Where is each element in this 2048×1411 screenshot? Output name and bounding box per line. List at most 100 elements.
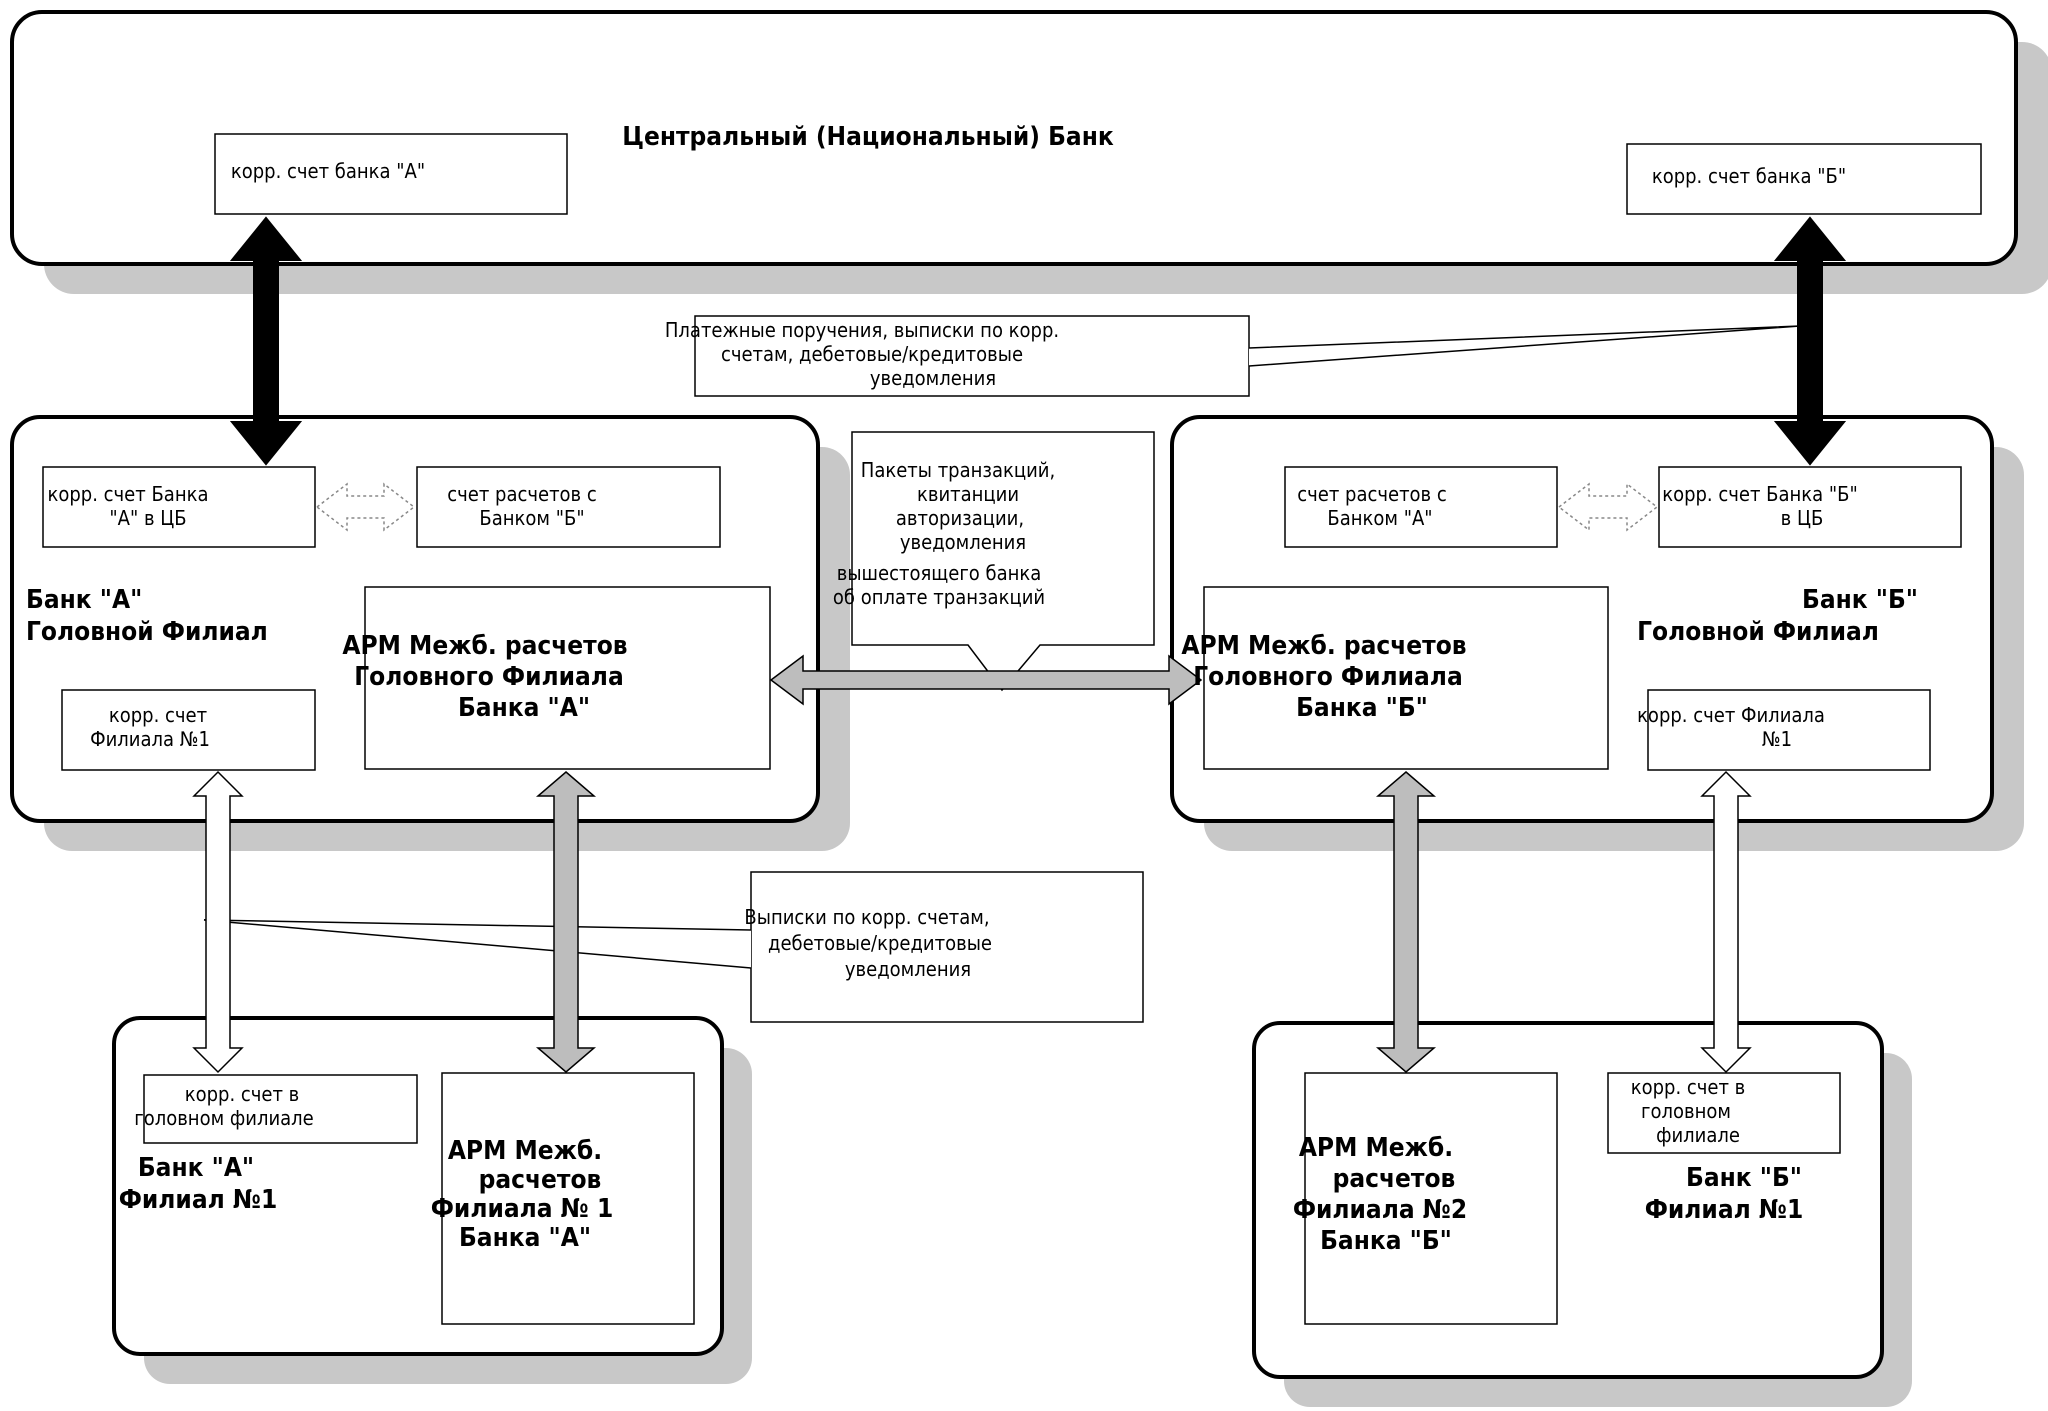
bank-a-branch-arm-label: АРМ Межб. расчетов Филиала № 1 Банка "А" xyxy=(431,1136,614,1253)
bank-a-branch-corr-label: корр. счет в головном филиале xyxy=(134,1082,314,1130)
bank-b-branch-label: Банк "Б" Филиал №1 xyxy=(1645,1163,1804,1225)
bank-a-arm-label: АРМ Межб. расчетов Головного Филиала Бан… xyxy=(342,631,627,723)
bank-a-arm-box xyxy=(364,586,771,770)
double-arrow-cb-bank-b xyxy=(1773,216,1847,466)
bank-b-arm-box xyxy=(1203,586,1609,770)
dotted-double-arrow-bank-b xyxy=(1557,482,1659,532)
callout-top-pointer xyxy=(1248,325,1801,367)
svg-text:Выписки по корр. счетам,: Выписки по корр. счетам, xyxy=(744,905,989,929)
bank-b-corr-branch1-box xyxy=(1647,689,1931,771)
callout-middle-box xyxy=(851,431,1155,692)
svg-text:квитанции: квитанции xyxy=(917,482,1019,506)
svg-text:головном филиале: головном филиале xyxy=(134,1106,314,1130)
svg-text:Банк "Б": Банк "Б" xyxy=(1802,585,1918,615)
callout-top-box xyxy=(694,315,1250,397)
svg-text:об оплате транзакций: об оплате транзакций xyxy=(833,585,1045,609)
bank-b-arm-label: АРМ Межб. расчетов Головного Филиала Бан… xyxy=(1181,631,1466,723)
svg-text:Банк "А": Банк "А" xyxy=(26,585,142,615)
callout-top-text: Платежные поручения, выписки по корр. сч… xyxy=(665,318,1059,390)
bank-a-branch-arm-box xyxy=(441,1072,695,1325)
svg-text:счет расчетов с: счет расчетов с xyxy=(1297,482,1447,506)
double-arrow-a-corr-white xyxy=(192,770,244,1074)
svg-text:Головной Филиал: Головной Филиал xyxy=(1637,617,1879,647)
bank-a-settle-with-b-label: счет расчетов с Банком "Б" xyxy=(447,482,597,530)
svg-text:расчетов: расчетов xyxy=(479,1165,602,1195)
svg-text:Платежные поручения, выписки п: Платежные поручения, выписки по корр. xyxy=(665,318,1059,342)
svg-text:счетам, дебетовые/кредитовые: счетам, дебетовые/кредитовые xyxy=(721,342,1023,366)
callout-bottom-pointer xyxy=(203,919,752,969)
bank-b-settle-with-a-label: счет расчетов с Банком "А" xyxy=(1297,482,1447,530)
bank-b-corr-branch1-label: корр. счет Филиала №1 xyxy=(1637,703,1825,751)
svg-text:Головной Филиал: Головной Филиал xyxy=(26,617,268,647)
bank-a-corr-in-cb-box xyxy=(42,466,316,548)
bank-a-branch-corr-box xyxy=(143,1074,418,1144)
svg-text:Головного Филиала: Головного Филиала xyxy=(1193,662,1462,692)
bank-b-branch-corr-box xyxy=(1607,1072,1841,1154)
svg-text:АРМ Межб.: АРМ Межб. xyxy=(448,1136,602,1166)
bank-a-corr-in-cb-label: корр. счет Банка "А" в ЦБ xyxy=(48,482,209,530)
svg-text:дебетовые/кредитовые: дебетовые/кредитовые xyxy=(768,931,992,955)
bank-a-corr-branch1-box xyxy=(61,689,316,771)
svg-text:Банк "Б": Банк "Б" xyxy=(1686,1163,1802,1193)
cb-acct-a-label: корр. счет банка "А" xyxy=(231,159,425,183)
bank-b-branch-arm-label: АРМ Межб. расчетов Филиала №2 Банка "Б" xyxy=(1293,1133,1467,1256)
svg-text:головном: головном xyxy=(1641,1099,1731,1123)
double-arrow-b-corr-white xyxy=(1700,770,1752,1074)
svg-text:в ЦБ: в ЦБ xyxy=(1781,506,1824,530)
bank-b-branch-arm-box xyxy=(1304,1072,1558,1325)
svg-text:уведомления: уведомления xyxy=(900,530,1026,554)
bank-b-corr-in-cb-box xyxy=(1658,466,1962,548)
svg-text:Банка "Б": Банка "Б" xyxy=(1320,1226,1452,1256)
bank-a-branch-label: Банк "А" Филиал №1 xyxy=(119,1153,278,1215)
svg-text:корр. счет Банка: корр. счет Банка xyxy=(48,482,209,506)
bank-a-head-label: Банк "А" Головной Филиал xyxy=(26,585,268,647)
svg-text:корр. счет Филиала: корр. счет Филиала xyxy=(1637,703,1825,727)
bank-b-settle-with-a-box xyxy=(1284,466,1558,548)
double-arrow-b-arm-grey xyxy=(1375,771,1437,1073)
svg-text:Банка "А": Банка "А" xyxy=(458,693,590,723)
svg-text:Банком "А": Банком "А" xyxy=(1327,506,1432,530)
svg-text:расчетов: расчетов xyxy=(1333,1164,1456,1194)
svg-text:Филиала №2: Филиала №2 xyxy=(1293,1195,1467,1225)
bank-a-settle-with-b-box xyxy=(416,466,721,548)
svg-text:Головного Филиала: Головного Филиала xyxy=(354,662,623,692)
cb-acct-b-label: корр. счет банка "Б" xyxy=(1652,164,1846,188)
central-bank-title: Центральный (Национальный) Банк xyxy=(622,122,1114,152)
svg-text:уведомления: уведомления xyxy=(870,366,996,390)
dotted-double-arrow-bank-a xyxy=(315,482,416,532)
callout-bottom-box xyxy=(750,871,1144,1023)
double-arrow-cb-bank-a xyxy=(229,216,303,466)
svg-text:"А" в ЦБ: "А" в ЦБ xyxy=(109,506,186,530)
svg-text:АРМ Межб. расчетов: АРМ Межб. расчетов xyxy=(342,631,627,661)
bank-b-branch-corr-label: корр. счет в головном филиале xyxy=(1631,1075,1746,1147)
svg-text:Филиал №1: Филиал №1 xyxy=(1645,1195,1804,1225)
cb-acct-a-box xyxy=(214,133,568,215)
svg-text:Филиала № 1: Филиала № 1 xyxy=(431,1194,614,1224)
svg-text:филиале: филиале xyxy=(1656,1123,1740,1147)
bank-a-corr-branch1-label: корр. счет Филиала №1 xyxy=(90,703,210,751)
svg-text:Филиала №1: Филиала №1 xyxy=(90,727,210,751)
svg-text:Филиал №1: Филиал №1 xyxy=(119,1185,278,1215)
svg-text:Банка "А": Банка "А" xyxy=(459,1223,591,1253)
callout-bottom-text: Выписки по корр. счетам, дебетовые/креди… xyxy=(744,905,992,981)
svg-text:вышестоящего банка: вышестоящего банка xyxy=(837,561,1042,585)
bank-b-head-label: Банк "Б" Головной Филиал xyxy=(1637,585,1918,647)
svg-text:корр. счет в: корр. счет в xyxy=(185,1082,300,1106)
svg-text:корр. счет Банка "Б": корр. счет Банка "Б" xyxy=(1662,482,1858,506)
svg-text:Банка "Б": Банка "Б" xyxy=(1296,693,1428,723)
double-arrow-a-arm-grey xyxy=(535,771,597,1073)
svg-text:корр. счет в: корр. счет в xyxy=(1631,1075,1746,1099)
double-arrow-arm-a-arm-b xyxy=(769,654,1203,706)
bank-b-corr-in-cb-label: корр. счет Банка "Б" в ЦБ xyxy=(1662,482,1858,530)
svg-text:Банк "А": Банк "А" xyxy=(138,1153,254,1183)
svg-text:АРМ Межб. расчетов: АРМ Межб. расчетов xyxy=(1181,631,1466,661)
svg-text:Банком "Б": Банком "Б" xyxy=(479,506,584,530)
svg-text:Пакеты транзакций,: Пакеты транзакций, xyxy=(861,458,1055,482)
svg-text:АРМ Межб.: АРМ Межб. xyxy=(1299,1133,1453,1163)
svg-text:счет расчетов с: счет расчетов с xyxy=(447,482,597,506)
svg-text:корр. счет: корр. счет xyxy=(109,703,207,727)
callout-middle-text: Пакеты транзакций, квитанции авторизации… xyxy=(833,458,1055,609)
svg-text:уведомления: уведомления xyxy=(845,957,971,981)
cb-acct-b-box xyxy=(1626,143,1982,215)
